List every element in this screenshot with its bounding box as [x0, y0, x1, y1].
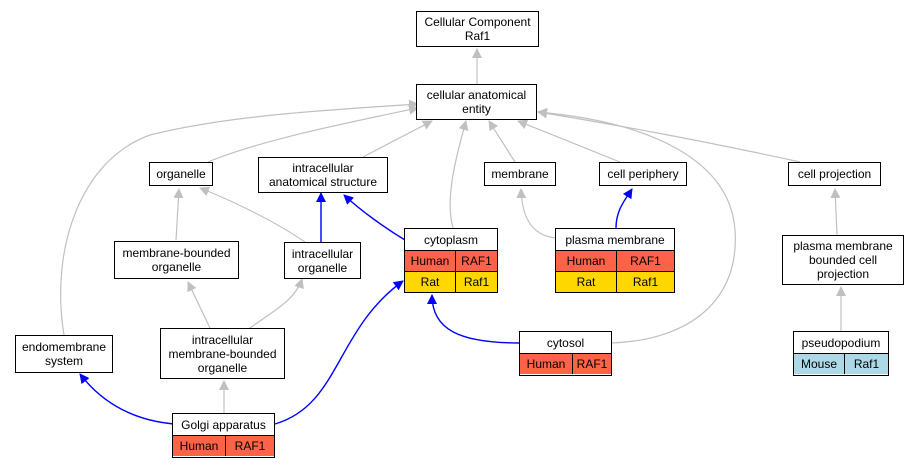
node-label: plasma membrane	[556, 229, 674, 251]
node-intracellular-anatomical-structure[interactable]: intracellular anatomical structure	[258, 157, 388, 193]
node-label: cytoplasm	[405, 229, 497, 251]
edge-cytoplasm-cae	[449, 120, 469, 229]
edge-cytosol-cytoplasm	[427, 294, 521, 344]
node-cell-periphery[interactable]: cell periphery	[599, 162, 687, 186]
edge-golgi-cytoplasm	[274, 280, 404, 425]
annotation-row-human: Human RAF1	[556, 251, 674, 272]
edge-pmbcp-projection	[830, 188, 841, 236]
gene-label: RAF1	[572, 354, 611, 374]
species-label: Human	[173, 436, 225, 456]
node-plasma-membrane-bounded-cell-projection[interactable]: plasma membrane bounded cell projection	[782, 235, 904, 285]
node-membrane[interactable]: membrane	[484, 162, 556, 186]
edge-periphery-cae	[517, 119, 621, 163]
node-golgi-apparatus[interactable]: Golgi apparatus Human RAF1	[172, 413, 275, 458]
edge-cytosol-cae	[537, 107, 736, 344]
species-label: Human	[520, 354, 572, 374]
annotation-row-human: Human RAF1	[520, 354, 611, 374]
gene-label: RAF1	[455, 251, 497, 271]
node-cellular-anatomical-entity[interactable]: cellular anatomical entity	[416, 84, 537, 120]
gene-label: Raf1	[616, 272, 674, 292]
edge-projection-cae	[537, 108, 801, 163]
gene-label: Raf1	[844, 354, 888, 374]
node-label: Golgi apparatus	[173, 414, 274, 436]
gene-label: Raf1	[455, 272, 497, 292]
species-label: Human	[405, 251, 455, 271]
species-label: Human	[556, 251, 616, 271]
node-label: pseudopodium	[794, 332, 888, 354]
edge-plasma-membrane	[516, 188, 557, 239]
edge-golgi-endomembrane	[79, 373, 175, 425]
annotation-row-human: Human RAF1	[173, 436, 274, 456]
node-intracellular-membrane-bounded-organelle[interactable]: intracellular membrane-bounded organelle	[160, 328, 285, 379]
annotation-row-rat: Rat Raf1	[556, 272, 674, 292]
node-membrane-bounded-organelle[interactable]: membrane-bounded organelle	[114, 241, 239, 279]
edge-imbo-io	[249, 278, 304, 329]
edge-plasma-periphery	[615, 188, 633, 229]
gene-label: RAF1	[225, 436, 274, 456]
annotation-row-rat: Rat Raf1	[405, 272, 497, 292]
edge-organelle-cae	[207, 104, 419, 163]
species-label: Rat	[405, 272, 455, 292]
node-endomembrane-system[interactable]: endomembrane system	[15, 335, 113, 373]
node-cytosol[interactable]: cytosol Human RAF1	[519, 331, 612, 376]
node-pseudopodium[interactable]: pseudopodium Mouse Raf1	[793, 331, 889, 376]
edge-imbo-mbo	[187, 281, 211, 329]
species-label: Mouse	[794, 354, 844, 374]
gene-label: RAF1	[616, 251, 674, 271]
node-organelle[interactable]: organelle	[149, 162, 213, 186]
node-intracellular-organelle[interactable]: intracellular organelle	[284, 242, 361, 279]
edge-mbo-organelle	[173, 188, 184, 241]
node-root[interactable]: Cellular Component Raf1	[416, 11, 539, 47]
node-label: cytosol	[520, 332, 611, 354]
edge-membrane-cae	[488, 120, 516, 163]
edge-ias-cae	[362, 120, 433, 158]
edge-endomembrane-cae	[60, 99, 419, 336]
edge-cytoplasm-ias	[343, 194, 406, 241]
node-cell-projection[interactable]: cell projection	[788, 162, 881, 186]
annotation-row-human: Human RAF1	[405, 251, 497, 272]
annotation-row-mouse: Mouse Raf1	[794, 354, 888, 374]
edge-io-organelle	[199, 186, 306, 243]
node-cytoplasm[interactable]: cytoplasm Human RAF1 Rat Raf1	[404, 228, 498, 293]
species-label: Rat	[556, 272, 616, 292]
node-plasma-membrane[interactable]: plasma membrane Human RAF1 Rat Raf1	[555, 228, 675, 293]
